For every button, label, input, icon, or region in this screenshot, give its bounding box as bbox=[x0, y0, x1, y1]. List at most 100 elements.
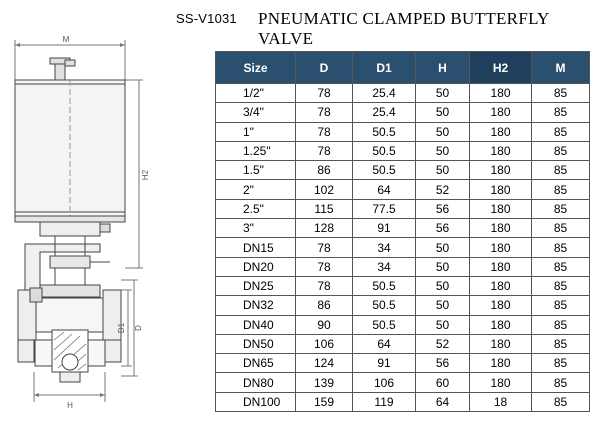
table-cell-h: 60 bbox=[415, 372, 470, 393]
table-cell-d1: 50.5 bbox=[352, 295, 416, 316]
table-cell-d: 115 bbox=[295, 198, 353, 220]
table-cell-size: DN32 bbox=[215, 295, 296, 316]
valve-drawing: M H2 D1 D H bbox=[14, 35, 150, 410]
table-cell-h2: 180 bbox=[469, 160, 532, 181]
table-cell-d1: 106 bbox=[352, 372, 416, 393]
table-cell-h2: 180 bbox=[469, 256, 532, 277]
table-cell-d: 159 bbox=[295, 391, 353, 413]
table-cell-m: 85 bbox=[531, 179, 590, 200]
table-cell-size: DN50 bbox=[215, 333, 296, 355]
table-cell-h2: 180 bbox=[469, 218, 532, 239]
table-cell-d: 102 bbox=[295, 179, 353, 200]
table-cell-m: 85 bbox=[531, 372, 590, 393]
table-cell-h: 56 bbox=[415, 198, 470, 220]
table-cell-size: DN20 bbox=[215, 256, 296, 277]
table-cell-h: 50 bbox=[415, 121, 470, 142]
page-title: PNEUMATIC CLAMPED BUTTERFLY VALVE bbox=[258, 9, 550, 48]
table-cell-h2: 180 bbox=[469, 179, 532, 200]
table-cell-d: 86 bbox=[295, 295, 353, 316]
column-header-h: H bbox=[415, 51, 470, 84]
table-cell-d: 78 bbox=[295, 82, 353, 104]
table-cell-d: 78 bbox=[295, 256, 353, 277]
table-cell-h: 52 bbox=[415, 179, 470, 200]
table-cell-d1: 34 bbox=[352, 256, 416, 277]
table-cell-h2: 180 bbox=[469, 102, 532, 123]
table-cell-d: 124 bbox=[295, 353, 353, 374]
table-cell-d1: 50.5 bbox=[352, 314, 416, 335]
table-cell-size: 3" bbox=[215, 218, 296, 239]
table-cell-h2: 180 bbox=[469, 353, 532, 374]
table-cell-d: 106 bbox=[295, 333, 353, 355]
table-cell-size: 1" bbox=[215, 121, 296, 142]
d-label: D bbox=[134, 325, 143, 331]
table-cell-d: 128 bbox=[295, 218, 353, 239]
table-cell-d1: 50.5 bbox=[352, 275, 416, 297]
table-cell-d1: 50.5 bbox=[352, 121, 416, 142]
table-cell-m: 85 bbox=[531, 237, 590, 258]
table-cell-d: 78 bbox=[295, 140, 353, 162]
table-cell-d1: 25.4 bbox=[352, 102, 416, 123]
table-cell-d: 78 bbox=[295, 102, 353, 123]
table-cell-size: DN15 bbox=[215, 237, 296, 258]
table-cell-h2: 180 bbox=[469, 372, 532, 393]
table-cell-h2: 180 bbox=[469, 295, 532, 316]
table-cell-m: 85 bbox=[531, 198, 590, 220]
table-cell-h: 52 bbox=[415, 333, 470, 355]
table-cell-m: 85 bbox=[531, 256, 590, 277]
table-cell-h: 50 bbox=[415, 295, 470, 316]
table-cell-m: 85 bbox=[531, 121, 590, 142]
table-cell-h: 50 bbox=[415, 237, 470, 258]
table-cell-size: DN25 bbox=[215, 275, 296, 297]
table-cell-m: 85 bbox=[531, 140, 590, 162]
h2-label: H2 bbox=[141, 169, 150, 180]
table-cell-m: 85 bbox=[531, 160, 590, 181]
table-cell-h2: 180 bbox=[469, 82, 532, 104]
table-cell-h: 50 bbox=[415, 140, 470, 162]
table-cell-size: 1.25" bbox=[215, 140, 296, 162]
table-cell-size: 2.5" bbox=[215, 198, 296, 220]
table-cell-d1: 119 bbox=[352, 391, 416, 413]
table-cell-d1: 91 bbox=[352, 353, 416, 374]
table-cell-h2: 180 bbox=[469, 275, 532, 297]
table-cell-m: 85 bbox=[531, 391, 590, 413]
table-cell-d1: 50.5 bbox=[352, 160, 416, 181]
table-cell-size: DN40 bbox=[215, 314, 296, 335]
table-cell-h2: 180 bbox=[469, 121, 532, 142]
table-cell-d: 78 bbox=[295, 121, 353, 142]
table-cell-h2: 18 bbox=[469, 391, 532, 413]
table-cell-d1: 91 bbox=[352, 218, 416, 239]
table-cell-h2: 180 bbox=[469, 140, 532, 162]
table-cell-m: 85 bbox=[531, 82, 590, 104]
column-header-m: M bbox=[531, 51, 590, 84]
table-cell-m: 85 bbox=[531, 295, 590, 316]
table-cell-h: 50 bbox=[415, 82, 470, 104]
m-label: M bbox=[63, 35, 70, 44]
table-cell-h2: 180 bbox=[469, 198, 532, 220]
table-cell-d1: 77.5 bbox=[352, 198, 416, 220]
table-cell-h2: 180 bbox=[469, 237, 532, 258]
table-cell-h: 56 bbox=[415, 353, 470, 374]
table-cell-m: 85 bbox=[531, 218, 590, 239]
table-cell-d: 86 bbox=[295, 160, 353, 181]
table-cell-h: 64 bbox=[415, 391, 470, 413]
table-cell-m: 85 bbox=[531, 333, 590, 355]
table-cell-h: 50 bbox=[415, 275, 470, 297]
table-cell-size: DN65 bbox=[215, 353, 296, 374]
table-cell-h2: 180 bbox=[469, 314, 532, 335]
table-cell-m: 85 bbox=[531, 275, 590, 297]
